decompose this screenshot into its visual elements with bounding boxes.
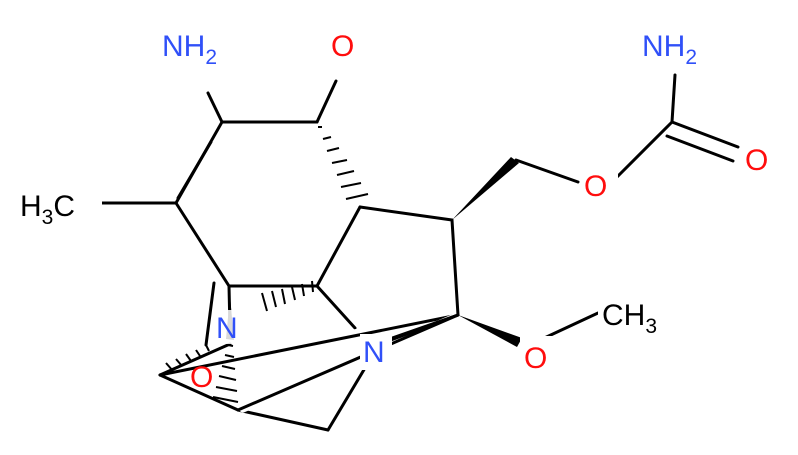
- methyl-group: H3C: [16, 180, 102, 230]
- svg-text:NH2: NH2: [642, 30, 697, 69]
- svg-text:CH3: CH3: [602, 299, 657, 338]
- ring-n-label: N: [363, 336, 385, 369]
- bond: [315, 79, 338, 124]
- carbamate-amine: NH2: [640, 24, 720, 72]
- bond: [315, 284, 357, 330]
- hash-bond: [318, 126, 369, 200]
- bond: [315, 205, 362, 288]
- carbonyl-oxygen: O: [740, 138, 778, 178]
- bond: [326, 366, 367, 432]
- amine-left-sub: 2: [205, 46, 217, 69]
- bond: [158, 373, 240, 412]
- methyl-main: H: [20, 190, 42, 223]
- ester-oxygen-label: O: [584, 170, 607, 203]
- hash-bond: [261, 280, 314, 312]
- bond: [204, 281, 216, 347]
- aziridine-nitrogen: N: [212, 310, 246, 345]
- aziridine-n-label: N: [216, 312, 238, 345]
- methyl-sub: 3: [42, 206, 54, 229]
- bond: [665, 134, 735, 163]
- svg-text:H3C: H3C: [20, 190, 75, 229]
- ester-oxygen: O: [580, 164, 618, 204]
- bond: [174, 201, 231, 288]
- methoxy-methyl: CH3: [598, 290, 682, 338]
- methoxy-ch3-sub: 3: [645, 315, 657, 338]
- epoxide-o-label: O: [190, 361, 213, 394]
- methoxy-oxygen-label: O: [524, 342, 547, 375]
- bond: [538, 311, 600, 342]
- carbamate-amine-sub: 2: [685, 46, 697, 69]
- amine-group-left: NH2: [160, 24, 238, 69]
- bond: [206, 91, 224, 124]
- bond: [450, 218, 460, 317]
- bond: [358, 205, 454, 222]
- atom-label-layer: NH2 O H3C N O N NH2 O O: [16, 22, 778, 394]
- methyl-tail: C: [53, 190, 75, 223]
- bond: [158, 313, 460, 377]
- ketone-oxygen: O: [326, 22, 364, 64]
- epoxide-oxygen: O: [190, 361, 213, 394]
- methoxy-oxygen: O: [520, 336, 558, 376]
- bond: [670, 73, 677, 124]
- hash-bond: [212, 344, 239, 403]
- bond: [608, 120, 674, 186]
- bond: [670, 120, 740, 149]
- bond: [236, 313, 460, 412]
- bond: [176, 140, 213, 200]
- bond: [236, 408, 330, 432]
- bond-layer: [99, 73, 740, 432]
- carbonyl-oxygen-label: O: [745, 144, 768, 177]
- svg-text:NH2: NH2: [162, 30, 217, 69]
- bond: [514, 158, 580, 184]
- ketone-oxygen-label: O: [331, 30, 354, 63]
- ring-nitrogen: N: [360, 334, 392, 370]
- carbamate-amine-main: NH: [642, 30, 685, 63]
- hash-bond: [165, 344, 210, 372]
- wedge-bond: [452, 157, 519, 220]
- wedge-bond: [458, 315, 522, 347]
- amine-left-main: NH: [162, 30, 205, 63]
- methoxy-ch3-main: CH: [602, 299, 645, 332]
